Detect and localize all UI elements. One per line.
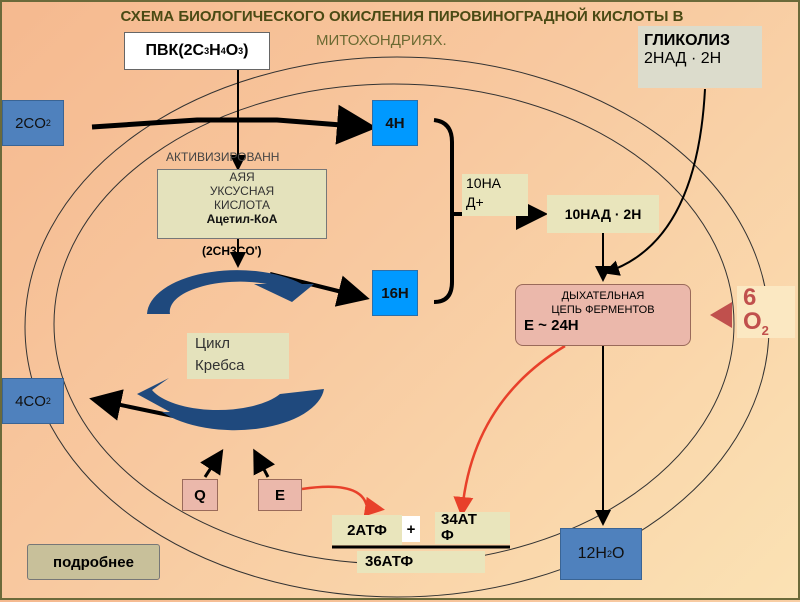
title-line-1: СХЕМА БИОЛОГИЧЕСКОГО ОКИСЛЕНИЯ ПИРОВИНОГ… xyxy=(120,8,684,25)
nad-2h-box: 10НАД · 2Н xyxy=(547,195,659,233)
co2-h-arrow xyxy=(91,104,377,145)
e-box: E xyxy=(258,479,302,511)
e-atp-arrow xyxy=(301,485,385,517)
glycolysis-arrow xyxy=(603,88,706,276)
h-bracket xyxy=(433,118,454,304)
glycolysis-title: ГЛИКОЛИЗ xyxy=(644,32,730,49)
krebs-cycle-arrows xyxy=(137,270,324,431)
atp2-box: 2АТФ xyxy=(332,515,402,545)
more-button[interactable]: подробнее xyxy=(27,544,160,580)
q-box: Q xyxy=(182,479,218,511)
title-line-2: МИТОХОНДРИЯХ. xyxy=(316,32,447,49)
chain-atp-arrow xyxy=(453,344,566,517)
e-arrow xyxy=(253,448,275,478)
acetyl-formula: (2CH3CO') xyxy=(202,244,262,258)
acetyl-top-text: АКТИВИЗИРОВАНН xyxy=(166,150,280,164)
glycolysis-box: ГЛИКОЛИЗ 2НАД · 2Н xyxy=(638,26,762,88)
q-arrow xyxy=(200,448,224,478)
h16-box: 16H xyxy=(372,270,418,316)
h4-box: 4H xyxy=(372,100,418,146)
plus-sign: + xyxy=(402,516,420,542)
atp36-box: 36АТФ xyxy=(357,551,485,573)
glycolysis-value: 2НАД · 2Н xyxy=(644,50,722,67)
oxygen-arrow xyxy=(710,302,732,328)
